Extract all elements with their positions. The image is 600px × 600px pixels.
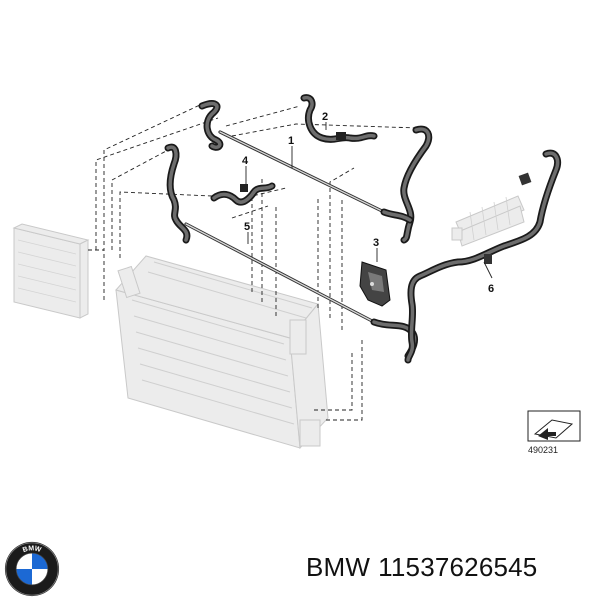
radiator-ghost (115, 255, 329, 450)
page-arrow-icon (527, 410, 581, 442)
callout-3: 3 (373, 237, 379, 249)
part-number: 11537626545 (378, 552, 538, 582)
part-1-upper-hose (198, 100, 433, 244)
part-6-cooler-line (404, 149, 562, 364)
condenser-ghost (12, 223, 90, 319)
part-4-small-hose (210, 182, 276, 206)
svg-text:BMW: BMW (22, 545, 42, 554)
callout-4: 4 (242, 155, 249, 167)
part-3-bracket (359, 261, 391, 307)
leader-lines (245, 122, 493, 279)
callout-6: 6 (488, 283, 494, 295)
callout-1: 1 (288, 135, 294, 147)
part-2-small-hose (300, 94, 378, 143)
callout-2: 2 (322, 111, 328, 123)
reference-code: 490231 (528, 445, 558, 455)
brand-name: BMW (306, 552, 371, 582)
oil-cooler-ghost (451, 195, 525, 247)
bmw-roundel-logo: BMW (4, 541, 60, 597)
callout-5: 5 (244, 221, 250, 233)
